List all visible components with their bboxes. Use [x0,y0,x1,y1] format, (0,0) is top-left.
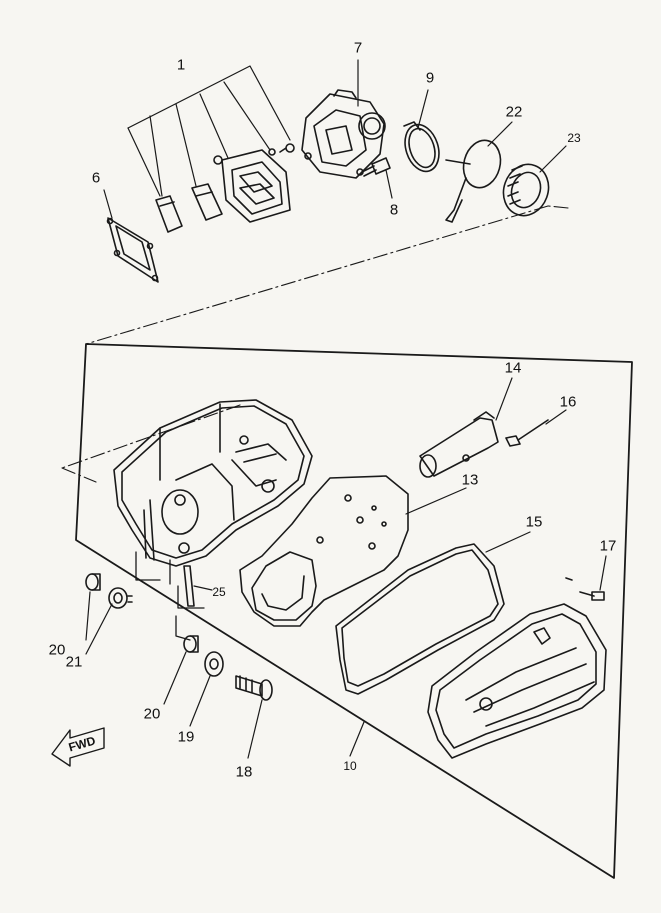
callout-14: 14 [504,359,522,377]
alignment-lines [61,205,569,483]
callout-8: 8 [389,201,399,219]
callout-leaders [85,59,607,759]
callout-20-left: 20 [48,641,66,659]
reed-valve-block [213,148,291,223]
bolt-18 [235,675,273,701]
pin-25 [183,565,195,607]
screw-16 [505,419,549,447]
callout-17: 17 [599,537,617,555]
callout-15: 15 [525,513,543,531]
callout-9: 9 [425,69,435,87]
clamp-9 [403,121,440,173]
screw-small [279,143,295,153]
callout-10: 10 [343,759,357,773]
reed-petal-left [155,195,183,233]
callout-20-right: 20 [143,705,161,723]
callout-13: 13 [461,471,479,489]
callout-19: 19 [177,728,195,746]
callout-22: 22 [505,103,523,121]
air-cleaner-case [113,399,313,567]
callout-21: 21 [65,653,83,671]
callout-1-leaders [127,65,291,197]
collar-20-left [85,573,101,591]
perspective-frame [75,343,633,879]
reed-petal-right [191,183,223,221]
gasket-15 [335,543,505,695]
damper-21 [108,587,133,609]
callout-18: 18 [235,763,253,781]
boot-23 [502,163,550,217]
fwd-arrow-icon [51,727,105,767]
collar-20-right [183,635,199,653]
cover-air-cleaner [427,603,607,759]
callout-25: 25 [212,585,226,599]
callout-23: 23 [567,131,581,145]
joint-14 [419,411,499,478]
washer-19 [204,651,224,677]
callout-16: 16 [559,393,577,411]
screw-17 [565,577,605,601]
callout-1: 1 [176,56,186,74]
callout-7: 7 [353,39,363,57]
callout-6: 6 [91,169,101,187]
gasket-6 [106,217,159,283]
element-13 [239,475,409,627]
spring-clip-22 [445,139,502,223]
bolt-8 [361,157,391,177]
case-bracket [135,551,205,641]
